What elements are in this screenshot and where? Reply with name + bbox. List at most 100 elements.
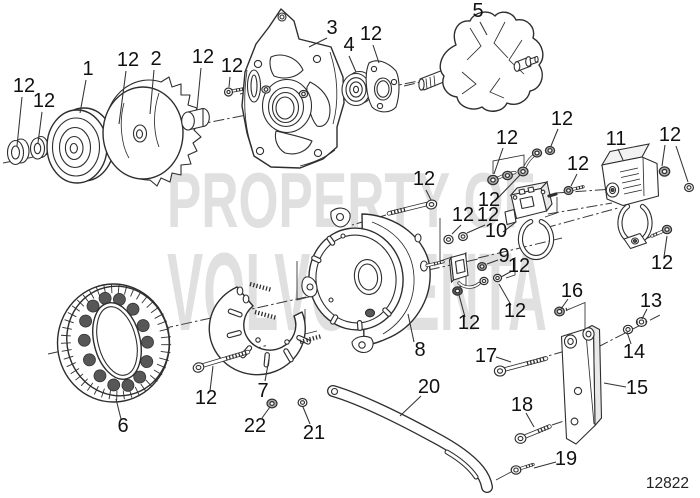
stator-lamination-line bbox=[130, 287, 135, 297]
stator-lamination-line bbox=[141, 295, 149, 304]
part-12-nut-cover bbox=[658, 166, 671, 177]
part-callout-12: 12 bbox=[504, 300, 526, 322]
part-callout-10: 10 bbox=[485, 220, 507, 242]
part-callout-22: 22 bbox=[244, 415, 266, 437]
stator-lamination-line bbox=[156, 363, 167, 369]
callout-leader-line bbox=[451, 224, 462, 235]
part-callout-3: 3 bbox=[326, 17, 337, 39]
callout-leader-line bbox=[196, 67, 202, 110]
part-callout-7: 7 bbox=[257, 380, 268, 402]
part-2-fan bbox=[102, 76, 202, 187]
figure-number: 12822 bbox=[646, 475, 689, 492]
part-callout-12: 12 bbox=[452, 204, 474, 226]
stator-winding-bump bbox=[121, 378, 135, 392]
part-callout-12: 12 bbox=[567, 153, 589, 175]
callout-leader-line bbox=[118, 70, 127, 125]
stator-lamination-line bbox=[67, 312, 77, 318]
stator-lamination-line bbox=[161, 344, 172, 346]
part-callout-12: 12 bbox=[551, 108, 573, 130]
callout-leader-line bbox=[228, 76, 231, 88]
part-12-washer-cover bbox=[683, 182, 694, 193]
part-callout-4: 4 bbox=[343, 34, 354, 56]
part-callout-12: 12 bbox=[458, 312, 480, 334]
stator-lamination-line bbox=[75, 373, 84, 381]
stator-lamination-line bbox=[108, 390, 112, 400]
part-callout-16: 16 bbox=[561, 280, 583, 302]
part-3-front-housing bbox=[241, 8, 345, 169]
stator-lamination-line bbox=[61, 334, 71, 337]
callout-leader-line bbox=[466, 224, 486, 234]
part-12-screw-cover bbox=[563, 185, 585, 196]
callout-leader-line bbox=[458, 294, 466, 318]
callout-leader-line bbox=[16, 96, 23, 147]
part-callout-12: 12 bbox=[477, 204, 499, 226]
stator-winding-bump bbox=[93, 369, 107, 383]
stator-lamination-line bbox=[62, 326, 72, 330]
part-callout-14: 14 bbox=[623, 341, 645, 363]
part-callout-12: 12 bbox=[508, 255, 530, 277]
stator-lamination-line bbox=[80, 378, 88, 387]
part-callout-19: 19 bbox=[555, 448, 577, 470]
stator-winding-bump bbox=[133, 370, 147, 384]
part-callout-6: 6 bbox=[117, 415, 128, 437]
stator-lamination-line bbox=[63, 355, 74, 360]
stator-lamination-line bbox=[76, 299, 85, 307]
callout-leader-line bbox=[661, 144, 666, 167]
part-callout-11: 11 bbox=[606, 128, 627, 150]
part-12-small-screw-front bbox=[223, 87, 245, 97]
part-12-nut-front bbox=[6, 138, 30, 166]
part-15-bracket bbox=[560, 324, 603, 445]
callout-leader-line bbox=[550, 128, 559, 147]
callout-leader-line bbox=[479, 21, 488, 36]
stator-lamination-line bbox=[140, 383, 147, 392]
through-bolt-threaded-tips bbox=[249, 281, 323, 345]
stator-lamination-line bbox=[145, 379, 153, 388]
callout-leader-line bbox=[570, 173, 578, 187]
part-callout-17: 17 bbox=[475, 345, 497, 367]
stator-winding-bump bbox=[83, 353, 96, 367]
callout-leader-line bbox=[399, 395, 422, 417]
part-13-nut bbox=[635, 317, 648, 328]
part-callout-12: 12 bbox=[221, 55, 243, 77]
callout-leader-line bbox=[372, 44, 380, 64]
part-16-screw bbox=[554, 306, 570, 317]
stator-lamination-line bbox=[124, 285, 128, 295]
stator-lamination-line bbox=[82, 294, 90, 303]
stator-lamination-line bbox=[136, 291, 142, 300]
part-12-through-bolt-lower bbox=[192, 349, 251, 373]
part-callout-13: 13 bbox=[640, 290, 662, 312]
stator-winding-bump bbox=[86, 299, 100, 313]
part-callout-20: 20 bbox=[418, 376, 440, 398]
stator-lamination-line bbox=[110, 284, 113, 294]
part-callout-12: 12 bbox=[360, 23, 382, 45]
stator-lamination-line bbox=[86, 382, 94, 391]
part-callout-12: 12 bbox=[478, 189, 500, 211]
stator-lamination-line bbox=[146, 300, 155, 308]
part-callout-12: 12 bbox=[13, 75, 35, 97]
callout-leader-line bbox=[498, 283, 512, 306]
stator-lamination-line bbox=[101, 388, 105, 398]
stator-lamination-line bbox=[89, 290, 95, 299]
callout-leader-line bbox=[495, 356, 512, 363]
stator-winding-bump bbox=[79, 314, 92, 328]
part-8-rear-housing bbox=[301, 207, 445, 353]
callout-leader-line bbox=[149, 69, 155, 115]
callout-leader-line bbox=[525, 412, 535, 428]
stator-lamination-line bbox=[116, 390, 118, 400]
stator-lamination-line bbox=[96, 287, 101, 297]
callout-leader-line bbox=[641, 308, 648, 320]
part-callout-2: 2 bbox=[150, 48, 161, 70]
stator-lamination-line bbox=[160, 350, 171, 354]
part-12-washer-front bbox=[29, 135, 49, 160]
part-11-cover bbox=[600, 143, 660, 250]
callout-leader-line bbox=[626, 331, 632, 345]
callout-leader-line bbox=[79, 79, 87, 114]
callout-leader-line bbox=[37, 111, 43, 144]
part-callout-12: 12 bbox=[659, 124, 681, 146]
terminal-hardware bbox=[443, 145, 556, 245]
stator-lamination-line bbox=[66, 362, 76, 368]
stator-lamination-line bbox=[61, 349, 72, 352]
part-callout-12: 12 bbox=[651, 252, 673, 274]
